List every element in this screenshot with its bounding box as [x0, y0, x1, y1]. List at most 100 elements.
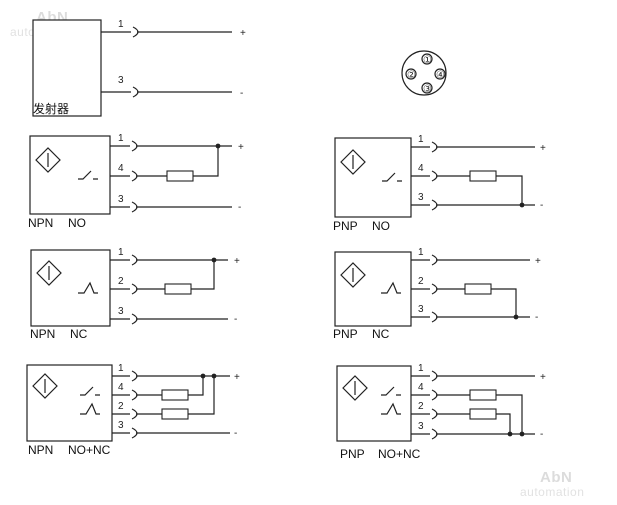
pin-label: 1	[418, 247, 424, 258]
load-resistor	[161, 389, 189, 401]
minus-sign: -	[238, 202, 241, 213]
sensor-type: NPN	[28, 216, 53, 230]
switch-no-icon	[382, 172, 402, 182]
sensor-symbol-icon	[342, 375, 368, 401]
pin-label: 1	[118, 133, 124, 144]
sensor-npn-no-nc: 1 + 4 2 3 - NPN NO+NC	[26, 363, 240, 457]
minus-sign: -	[535, 312, 538, 323]
pin-label: 3	[118, 306, 124, 317]
sensor-body	[29, 135, 111, 215]
pin-label: 2	[418, 276, 424, 287]
connector-pin-1-label: ①	[423, 55, 432, 66]
sensor-type: NPN	[28, 443, 53, 457]
emitter-pin-3-label: 3	[118, 75, 124, 86]
sensor-npn-nc: 1 + 2 3 - NPN NC	[30, 247, 240, 341]
pin-label: 3	[418, 304, 424, 315]
load-return	[496, 394, 523, 434]
load-return	[193, 146, 219, 177]
switch-nc-icon	[381, 281, 401, 294]
emitter-label: 发射器	[33, 101, 69, 116]
switch-no-icon	[80, 386, 100, 396]
pin-label: 3	[418, 192, 424, 203]
switch-no-icon	[78, 170, 98, 180]
emitter-minus-sign: -	[240, 88, 243, 99]
sensor-body	[334, 251, 412, 327]
switch-no-icon	[381, 386, 401, 396]
connector-pin-2	[405, 68, 417, 80]
sensor-type: NPN	[30, 327, 55, 341]
load-return	[191, 260, 215, 290]
load-return	[188, 376, 215, 415]
load-resistor	[469, 170, 497, 182]
minus-sign: -	[540, 429, 543, 440]
switch-nc-icon	[381, 402, 401, 415]
sensor-mode: NC	[372, 327, 390, 341]
pin-label: 2	[118, 401, 124, 412]
load-resistor	[166, 170, 194, 182]
pin-label: 3	[118, 420, 124, 431]
watermark-bottom-right: AbN automation	[520, 469, 584, 499]
junction-dot	[215, 143, 221, 149]
connector-pinout: ① ② ④ ③	[401, 50, 447, 96]
load-resistor	[469, 408, 497, 420]
load-resistor	[161, 408, 189, 420]
pin-label: 4	[118, 382, 124, 393]
plus-sign: +	[238, 142, 244, 153]
sensor-type: PNP	[333, 219, 358, 233]
junction-dot	[211, 257, 217, 263]
pin-label: 4	[418, 382, 424, 393]
connector-pin-3-label: ③	[423, 84, 432, 95]
switch-nc-icon	[78, 281, 98, 294]
sensor-symbol-icon	[340, 262, 366, 288]
junction-dot	[211, 373, 217, 379]
plus-sign: +	[540, 372, 546, 383]
sensor-body	[26, 364, 113, 442]
sensor-body	[336, 365, 412, 442]
pin-label: 1	[118, 247, 124, 258]
minus-sign: -	[234, 428, 237, 439]
sensor-npn-no: 1 + 4 3 - NPN NO	[28, 133, 244, 230]
connector-pin-3	[421, 82, 433, 94]
sensor-body	[30, 249, 111, 327]
connector-outline	[401, 50, 447, 96]
connector-pin-1	[421, 53, 433, 65]
sensor-mode: NO	[68, 216, 86, 230]
load-resistor	[164, 283, 192, 295]
emitter-pin-1-label: 1	[118, 19, 124, 30]
emitter-plus-sign: +	[240, 28, 246, 39]
watermark-sub: automation	[520, 485, 584, 499]
pin-label: 1	[418, 134, 424, 145]
sensor-mode: NO+NC	[378, 447, 421, 461]
junction-dot	[200, 373, 206, 379]
sensor-symbol-icon	[35, 147, 61, 173]
connector-pin-2-label: ②	[407, 70, 416, 81]
sensor-symbol-icon	[32, 373, 58, 399]
pin-label: 4	[418, 163, 424, 174]
pin-label: 3	[118, 194, 124, 205]
sensor-body	[334, 137, 412, 218]
pin-label: 3	[418, 421, 424, 432]
pin-label: 4	[118, 163, 124, 174]
watermark-brand: AbN	[540, 469, 572, 486]
sensor-symbol-icon	[36, 260, 62, 286]
sensor-type: PNP	[340, 447, 365, 461]
load-resistor	[464, 283, 492, 295]
plus-sign: +	[535, 256, 541, 267]
emitter-diagram: 1 + 3 - 发射器	[32, 19, 246, 117]
pin-label: 2	[118, 276, 124, 287]
connector-pin-4-label: ④	[436, 70, 445, 81]
sensor-type: PNP	[333, 327, 358, 341]
load-return	[188, 376, 204, 396]
sensor-symbol-icon	[340, 149, 366, 175]
emitter-body	[32, 19, 102, 117]
plus-sign: +	[234, 256, 240, 267]
sensor-pnp-nc: 1 + 2 3 - PNP NC	[333, 247, 541, 341]
load-resistor	[469, 389, 497, 401]
pin-label: 1	[418, 363, 424, 374]
pin-label: 1	[118, 363, 124, 374]
load-return	[491, 288, 517, 317]
switch-nc-icon	[80, 402, 100, 415]
plus-sign: +	[234, 372, 240, 383]
sensor-mode: NO+NC	[68, 443, 111, 457]
